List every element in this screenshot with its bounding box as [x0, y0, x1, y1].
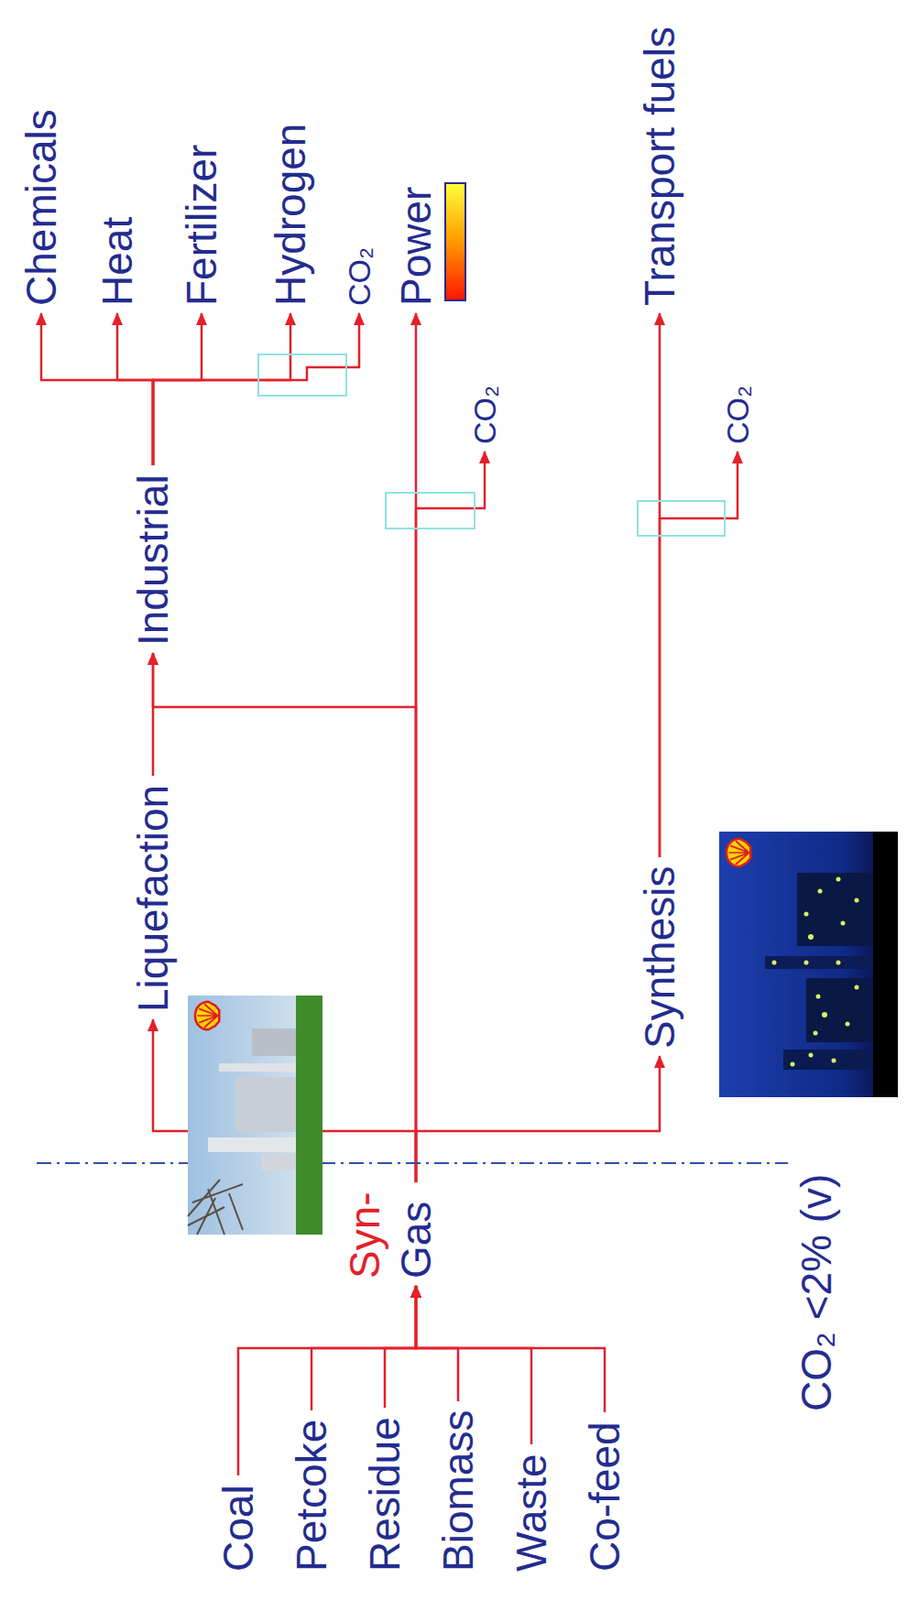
- capture-unit: [385, 492, 475, 529]
- flow-arrow: [415, 1286, 459, 1402]
- node-label: Hydrogen: [264, 123, 317, 306]
- capture-unit: [258, 354, 347, 396]
- flow-arrow: [415, 1286, 605, 1413]
- photo-silhouette: [783, 1049, 875, 1071]
- flow-node: Fertilizer: [175, 139, 228, 312]
- node-label: CO₂: [718, 385, 757, 445]
- node-label: Petcoke: [285, 1420, 338, 1573]
- photo-building: [235, 1077, 298, 1133]
- photo-silhouette: [806, 978, 875, 1043]
- node-label: Co-feed: [579, 1421, 631, 1573]
- photo-trees: [187, 1180, 243, 1235]
- photo-lights: [772, 877, 860, 1068]
- flow-node: Petcoke: [285, 1414, 338, 1578]
- flow-arrow: [415, 451, 485, 1183]
- node-label: Transport fuels: [633, 26, 686, 306]
- plant-photo-night: [719, 831, 898, 1098]
- flow-arrow: [415, 1056, 660, 1183]
- flow-node: Power: [390, 181, 442, 312]
- flow-node: Liquefaction: [127, 779, 179, 1018]
- flow-node: Heat: [91, 211, 143, 312]
- flow-node: Synthesis: [633, 861, 686, 1055]
- flow-arrow: [41, 313, 153, 466]
- node-label: Gas: [390, 1191, 442, 1279]
- photo-grass: [295, 995, 323, 1235]
- node-label: Industrial: [127, 474, 179, 646]
- photo-silhouette: [764, 956, 875, 970]
- capture-unit: [637, 501, 725, 536]
- photo-silhouette: [797, 873, 875, 947]
- power-gradient-bar: [445, 183, 466, 301]
- flow-arrow: [152, 313, 360, 466]
- flow-node: Coal: [212, 1479, 264, 1578]
- plant-photo-day: [187, 995, 323, 1235]
- flow-arrow: [311, 1286, 416, 1411]
- flow-node: Biomass: [432, 1405, 484, 1578]
- photo-tank: [261, 1154, 298, 1171]
- node-label: Coal: [212, 1485, 264, 1573]
- node-label: Waste: [505, 1453, 558, 1573]
- boundary-dash-line: [36, 1162, 788, 1165]
- node-label: CO₂: [339, 247, 379, 306]
- flow-arrow: [659, 451, 738, 858]
- node-label: Power: [390, 186, 442, 306]
- flow-node: Chemicals: [15, 103, 67, 312]
- node-label: Biomass: [432, 1410, 484, 1573]
- node-label: Chemicals: [15, 109, 67, 306]
- node-label: Heat: [91, 217, 143, 306]
- flow-arrow: [117, 313, 153, 466]
- node-label: Syn-: [338, 1191, 391, 1279]
- node-label: CO₂: [465, 385, 504, 445]
- flow-node: CO₂: [339, 241, 379, 312]
- flow-node: Hydrogen: [264, 118, 317, 312]
- photo-foreground: [873, 831, 898, 1098]
- photo-unit: [251, 1028, 298, 1057]
- shell-logo: [726, 839, 751, 868]
- node-label: Fertilizer: [175, 144, 228, 306]
- photo-sky: [187, 995, 323, 1235]
- node-label: Residue: [359, 1417, 411, 1573]
- shell-logo: [195, 1002, 219, 1031]
- flow-node: CO₂: [465, 380, 504, 450]
- flow-node: Syn-Gas: [338, 1186, 442, 1285]
- flow-node: Transport fuels: [633, 21, 686, 312]
- flow-node: Residue: [359, 1411, 411, 1578]
- flow-arrow: [152, 313, 291, 466]
- flow-arrow: [384, 1286, 416, 1409]
- flow-node: Co-feed: [579, 1416, 631, 1578]
- node-label: Liquefaction: [127, 785, 179, 1013]
- flow-node: CO₂: [718, 380, 757, 450]
- flow-node: Industrial: [127, 469, 179, 652]
- flow-arrow: [152, 313, 202, 466]
- photo-night-sky: [719, 831, 898, 1098]
- photo-chimney: [218, 1063, 298, 1072]
- node-label: Synthesis: [633, 866, 686, 1050]
- flow-node: Waste: [505, 1448, 558, 1578]
- photo-tower: [207, 1137, 298, 1153]
- note-label: CO₂ <2% (v): [790, 1174, 842, 1412]
- note-holder: CO₂ <2% (v): [790, 1169, 842, 1418]
- flow-arrow: [152, 653, 155, 776]
